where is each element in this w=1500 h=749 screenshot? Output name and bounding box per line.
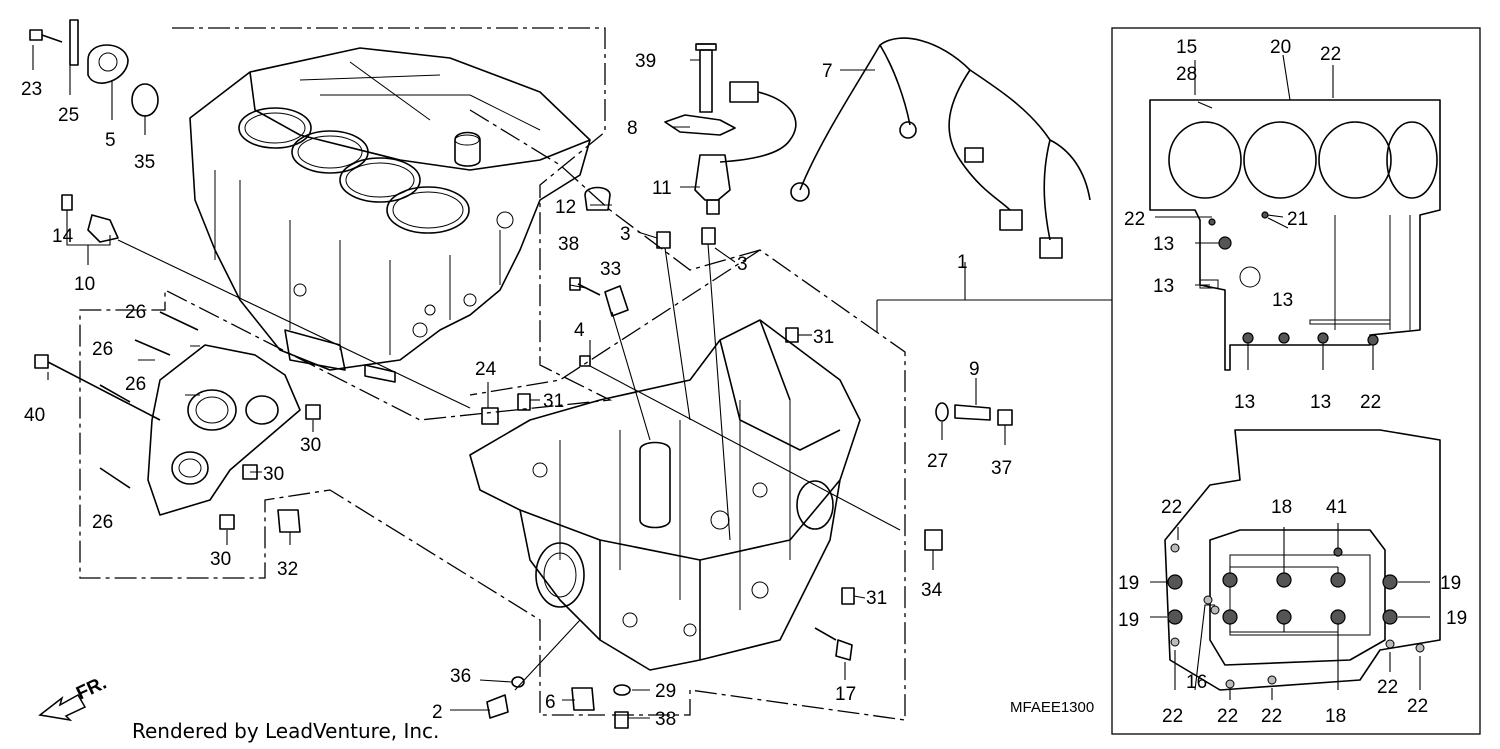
callout-33: 33 [600, 259, 621, 280]
callout-36: 36 [450, 666, 471, 687]
callout-26d: 26 [92, 512, 113, 533]
upper-crankcase-group-frame [79, 27, 613, 716]
callout-22f: 22 [1217, 706, 1238, 727]
callout-28: 28 [1176, 64, 1197, 85]
credit-line: Rendered by LeadVenture, Inc. [132, 719, 439, 743]
callout-22i: 22 [1407, 696, 1428, 717]
callout-13c: 13 [1272, 290, 1293, 311]
wire-harness [790, 37, 1091, 259]
callout-8: 8 [627, 118, 638, 139]
front-direction-arrow: FR. [38, 673, 110, 722]
callout-6: 6 [545, 692, 556, 713]
callout-15: 15 [1176, 37, 1197, 58]
callout-10: 10 [74, 274, 95, 295]
callout-32: 32 [277, 559, 298, 580]
callout-18a: 18 [1271, 497, 1292, 518]
callout-29: 29 [655, 681, 676, 702]
inset-top-holes [1208, 211, 1379, 346]
callout-22g: 22 [1261, 706, 1282, 727]
lower-crankcase [469, 319, 861, 671]
callout-26b: 26 [92, 339, 113, 360]
callout-22c: 22 [1360, 392, 1381, 413]
leader-lines [32, 45, 1430, 719]
speed-sensor [664, 43, 797, 215]
callout-17: 17 [835, 684, 856, 705]
callout-30b: 30 [263, 464, 284, 485]
callout-1: 1 [957, 252, 968, 273]
callout-22a: 22 [1320, 44, 1341, 65]
callout-14: 14 [52, 226, 74, 247]
callout-30c: 30 [210, 549, 231, 570]
callout-19c: 19 [1440, 573, 1461, 594]
callout-27: 27 [927, 451, 948, 472]
lower-crankcase-group-frame [469, 249, 906, 721]
callout-30a: 30 [300, 435, 321, 456]
callout-13d: 13 [1234, 392, 1255, 413]
callout-31b: 31 [543, 391, 564, 412]
leader-1 [876, 299, 1112, 332]
callout-38b: 38 [655, 709, 676, 730]
callout-40: 40 [24, 405, 45, 426]
side-cover [147, 344, 301, 516]
callout-25: 25 [58, 105, 79, 126]
callout-31a: 31 [813, 327, 834, 348]
callout-2: 2 [432, 702, 443, 723]
callout-26a: 26 [125, 302, 146, 323]
hardware [29, 19, 1013, 729]
callout-38a: 38 [558, 234, 579, 255]
diagram-id: MFAEE1300 [1010, 699, 1094, 716]
callout-3b: 3 [737, 254, 748, 275]
callout-19b: 19 [1118, 610, 1139, 631]
center-leader-frame [469, 109, 761, 271]
inset-lower-case [1164, 429, 1441, 691]
callout-22h: 22 [1377, 677, 1398, 698]
callout-34: 34 [921, 580, 943, 601]
callout-7: 7 [822, 61, 833, 82]
callout-22d: 22 [1161, 497, 1182, 518]
callout-4: 4 [574, 320, 585, 341]
callout-12: 12 [555, 197, 576, 218]
callout-13b: 13 [1153, 276, 1174, 297]
inset-bottom-holes [1167, 543, 1425, 689]
upper-crankcase [189, 47, 591, 383]
callout-3a: 3 [620, 224, 631, 245]
inset-cylinder-block [1149, 99, 1441, 371]
callout-9: 9 [969, 359, 980, 380]
callout-35: 35 [134, 152, 155, 173]
callout-24: 24 [475, 359, 497, 380]
callout-21: 21 [1287, 209, 1308, 230]
callout-37: 37 [991, 458, 1012, 479]
callout-19d: 19 [1446, 608, 1467, 629]
callout-22b: 22 [1124, 209, 1145, 230]
callout-23: 23 [21, 79, 42, 100]
callout-22e: 22 [1162, 706, 1183, 727]
right-inset-frame [1111, 27, 1481, 735]
callout-19a: 19 [1118, 573, 1139, 594]
callout-13a: 13 [1153, 234, 1174, 255]
callout-labels: 23 25 5 35 14 10 26 26 26 26 40 30 30 30… [21, 37, 1467, 730]
callout-13e: 13 [1310, 392, 1331, 413]
callout-31c: 31 [866, 588, 887, 609]
callout-16: 16 [1186, 672, 1207, 693]
callout-26c: 26 [125, 374, 146, 395]
callout-11: 11 [652, 178, 672, 199]
callout-39: 39 [635, 51, 656, 72]
callout-5: 5 [105, 130, 116, 151]
callout-20: 20 [1270, 37, 1291, 58]
callout-18b: 18 [1325, 706, 1346, 727]
callout-41: 41 [1326, 497, 1347, 518]
